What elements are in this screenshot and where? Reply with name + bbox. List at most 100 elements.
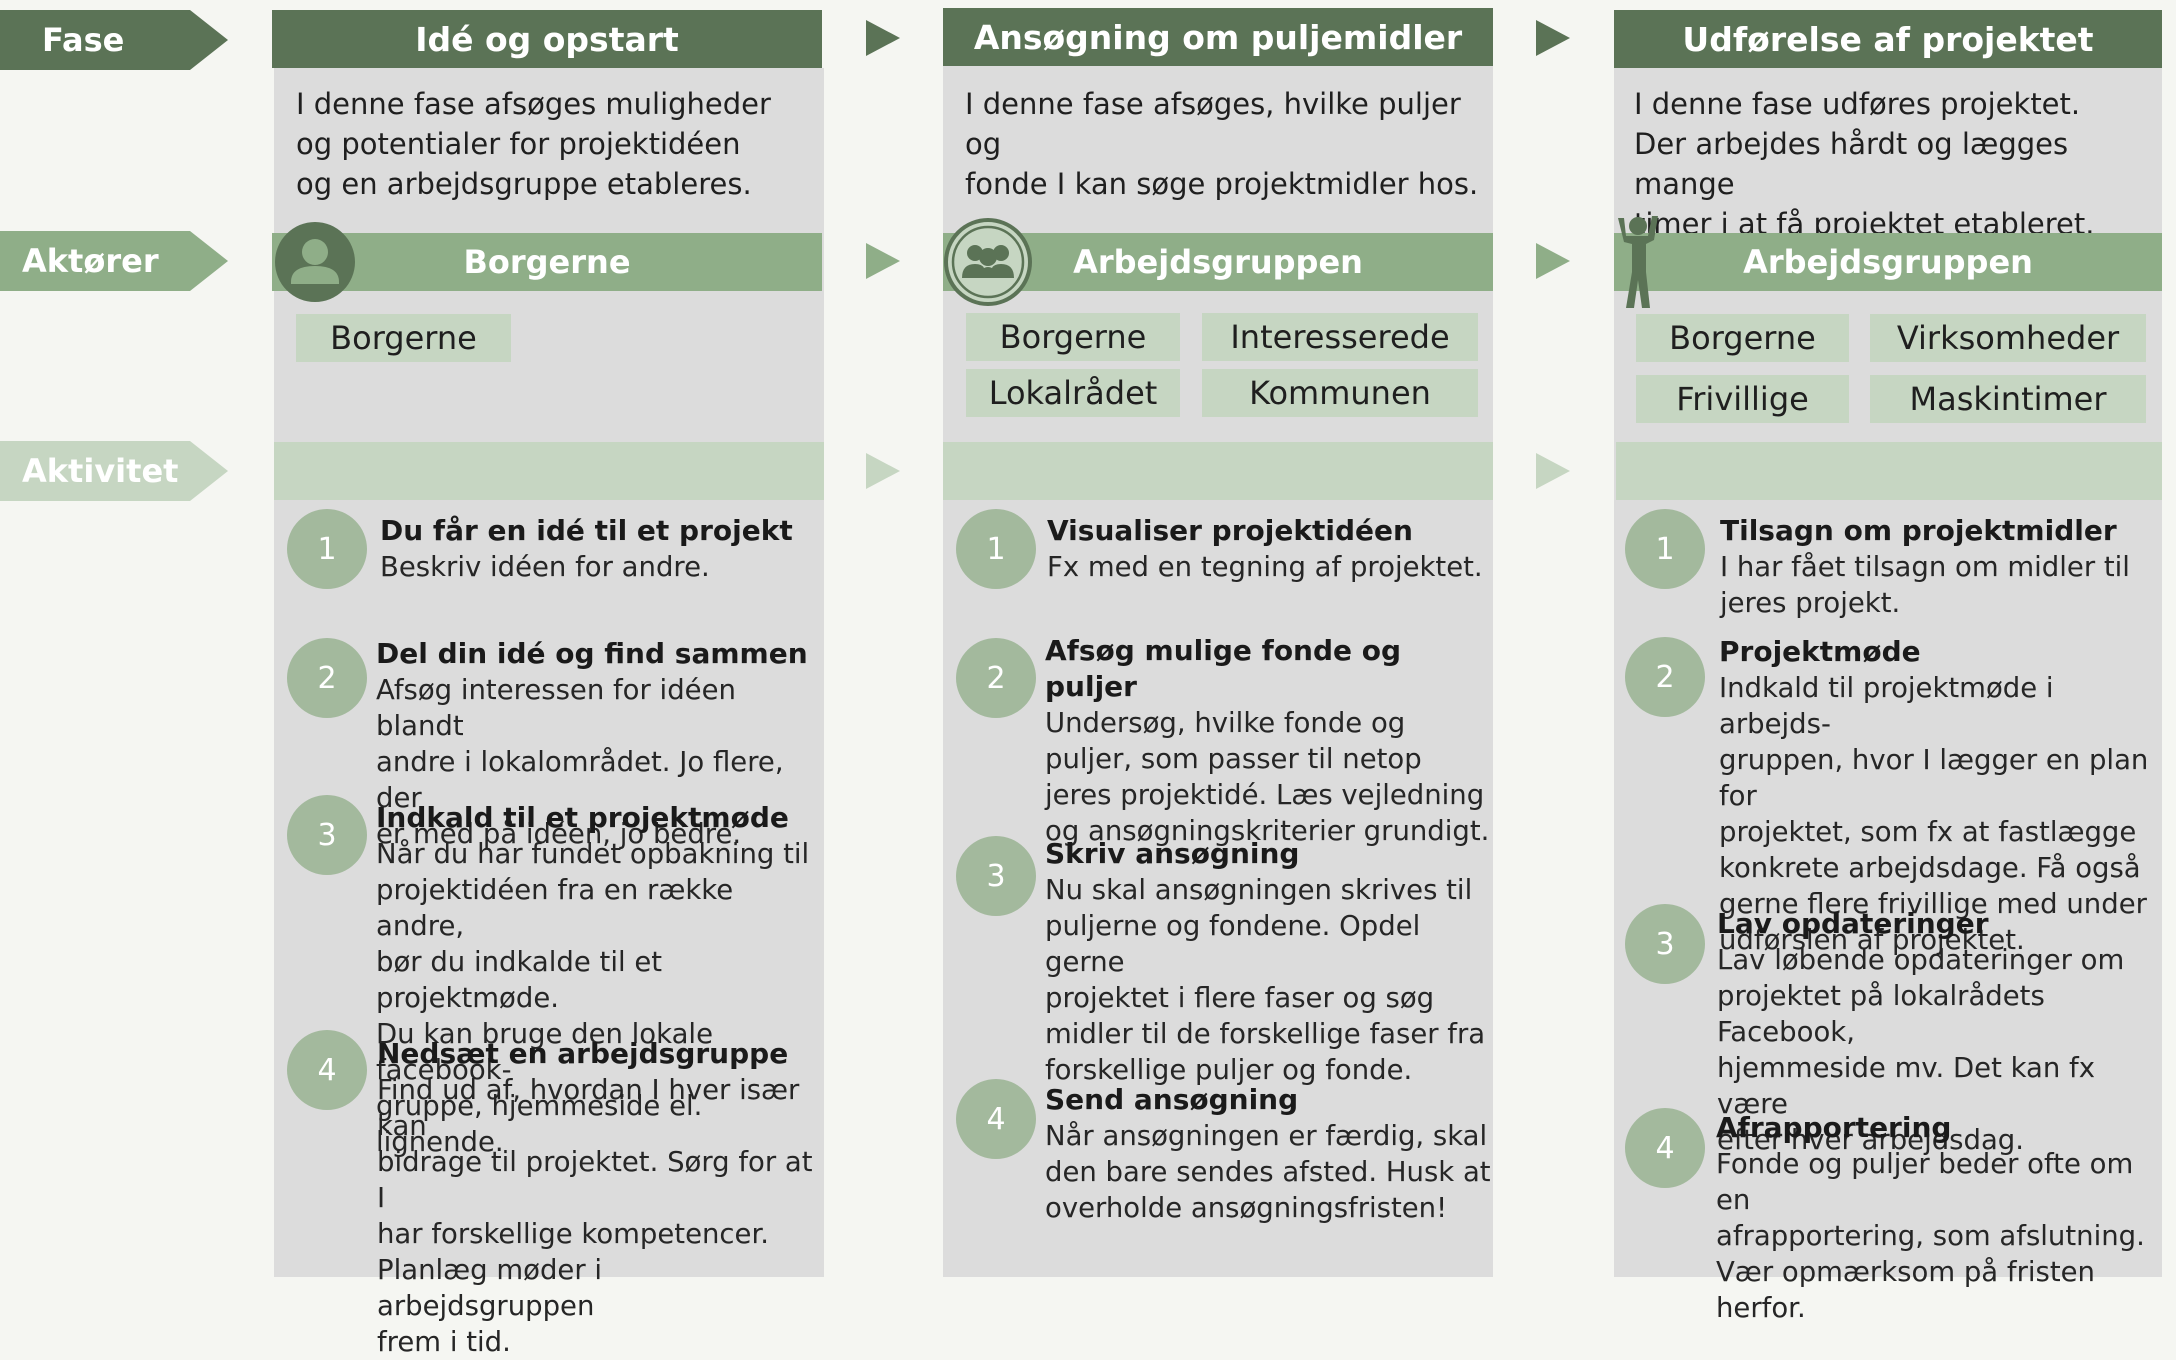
phase-1-step-2: Del din idé og find sammen Afsøg interes… — [376, 636, 821, 852]
step-title: Projektmøde — [1719, 635, 1921, 668]
step-title: Skriv ansøgning — [1045, 837, 1300, 870]
phase-2-intro: I denne fase afsøges, hvilke puljer og f… — [965, 84, 1490, 204]
step-desc-line: projektet, som fx at fastlægge — [1719, 816, 2137, 848]
phase-3-activity-bar — [1616, 442, 2162, 500]
row-label-fase: Fase — [0, 10, 228, 70]
step-title: Del din idé og find sammen — [376, 637, 808, 670]
phase-3-step-4: Afrapportering Fonde og puljer beder oft… — [1716, 1110, 2162, 1326]
intro-line: Der arbejdes hårdt og lægges mange — [1634, 127, 2069, 201]
phase-3-step-1: Tilsagn om projektmidler I har fået tils… — [1720, 513, 2160, 621]
actor-chip: Virksomheder — [1870, 314, 2146, 362]
step-desc-line: Undersøg, hvilke fonde og — [1045, 707, 1406, 739]
phase-1-step-1: Du får en idé til et projekt Beskriv idé… — [380, 513, 820, 585]
step-desc-line: projektet på lokalrådets Facebook, — [1717, 980, 2045, 1048]
step-desc-line: Når du har fundet opbakning til — [376, 838, 810, 870]
step-number-badge: 2 — [287, 638, 367, 718]
person-icon — [275, 222, 355, 306]
group-icon — [942, 216, 1034, 312]
arrow-akv-1-2 — [866, 453, 900, 489]
step-number-badge: 3 — [956, 836, 1036, 916]
arrow-fase-1-2 — [866, 20, 900, 56]
actor-chip: Interesserede — [1202, 313, 1478, 361]
step-number-badge: 3 — [1625, 904, 1705, 984]
step-desc-line: Vær opmærksom på fristen herfor. — [1716, 1256, 2095, 1324]
phase-3-header: Udførelse af projektet — [1614, 10, 2162, 68]
actor-chip: Borgerne — [966, 313, 1180, 361]
step-desc-line: gruppen, hvor I lægger en plan for — [1719, 744, 2149, 812]
step-number-badge: 2 — [1625, 637, 1705, 717]
step-desc-line: og ansøgningskriterier grundigt. — [1045, 815, 1490, 847]
step-number-badge: 1 — [956, 509, 1036, 589]
step-desc-line: Nu skal ansøgningen skrives til — [1045, 874, 1473, 906]
arrow-akv-2-3 — [1536, 453, 1570, 489]
step-title: Visualiser projektidéen — [1047, 514, 1413, 547]
step-number-badge: 4 — [1625, 1108, 1705, 1188]
step-number-badge: 1 — [287, 509, 367, 589]
phase-2-header: Ansøgning om puljemidler — [943, 8, 1493, 66]
step-desc-line: Afsøg interessen for idéen blandt — [376, 674, 736, 742]
step-desc-line: konkrete arbejdsdage. Få også — [1719, 852, 2141, 884]
step-desc-line: frem i tid. — [377, 1326, 511, 1358]
step-title: Tilsagn om projektmidler — [1720, 514, 2117, 547]
row-label-aktivitet: Aktivitet — [0, 441, 228, 501]
step-desc-line: projektidéen fra en række andre, — [376, 874, 734, 942]
phase-2-actor-bar: Arbejdsgruppen — [943, 233, 1493, 291]
step-desc-line: Find ud af, hvordan I hver især kan — [377, 1074, 800, 1142]
phase-2-step-3: Skriv ansøgning Nu skal ansøgningen skri… — [1045, 836, 1493, 1088]
arrow-akt-1-2 — [866, 243, 900, 279]
step-desc-line: jeres projektidé. Læs vejledning — [1045, 779, 1485, 811]
step-desc-line: udførslen af projektet. — [1719, 924, 2025, 956]
arrow-fase-2-3 — [1536, 20, 1570, 56]
intro-line: og en arbejdsgruppe etableres. — [296, 167, 752, 201]
phase-2-step-1: Visualiser projektidéen Fx med en tegnin… — [1047, 513, 1492, 585]
step-title: Du får en idé til et projekt — [380, 514, 793, 547]
step-title: Nedsæt en arbejdsgruppe — [377, 1037, 789, 1070]
step-title: Send ansøgning — [1045, 1083, 1299, 1116]
step-desc-line: Planlæg møder i arbejdsgruppen — [377, 1254, 603, 1322]
step-desc-line: andre i lokalområdet. Jo flere, der — [376, 746, 784, 814]
phase-1-activity-bar — [274, 442, 824, 500]
step-desc-line: puljerne og fondene. Opdel gerne — [1045, 910, 1421, 978]
phase-1-header: Idé og opstart — [272, 10, 822, 68]
step-number-badge: 4 — [956, 1079, 1036, 1159]
phase-2-activity-bar — [943, 442, 1493, 500]
step-desc-line: bidrage til projektet. Sørg for at I — [377, 1146, 813, 1214]
step-desc-line: Fx med en tegning af projektet. — [1047, 551, 1483, 583]
actor-chip: Frivillige — [1636, 375, 1849, 423]
phase-1-step-3: Indkald til et projektmøde Når du har fu… — [376, 800, 821, 1160]
step-desc-line: Når ansøgningen er færdig, skal — [1045, 1120, 1488, 1152]
phase-3-step-2: Projektmøde Indkald til projektmøde i ar… — [1719, 634, 2161, 958]
intro-line: I denne fase udføres projektet. — [1634, 87, 2081, 121]
step-number-badge: 4 — [287, 1030, 367, 1110]
step-desc-line: Beskriv idéen for andre. — [380, 551, 710, 583]
step-title: Lav opdateringer — [1717, 907, 1989, 940]
step-desc-line: gerne flere frivillige med under — [1719, 888, 2147, 920]
step-desc-line: puljer, som passer til netop — [1045, 743, 1422, 775]
phase-3-step-3: Lav opdateringer Lav løbende opdateringe… — [1717, 906, 2161, 1158]
step-number-badge: 1 — [1625, 509, 1705, 589]
step-desc-line: hjemmeside mv. Det kan fx være — [1717, 1052, 2096, 1120]
actor-chip: Borgerne — [1636, 314, 1849, 362]
step-desc-line: afrapportering, som afslutning. — [1716, 1220, 2145, 1252]
step-title: Afsøg mulige fonde og puljer — [1045, 634, 1402, 703]
cheering-person-icon — [1612, 214, 1662, 316]
intro-line: I denne fase afsøges muligheder — [296, 87, 771, 121]
step-title: Indkald til et projektmøde — [376, 801, 789, 834]
step-desc-line: er med på idéen, jo bedre. — [376, 818, 742, 850]
intro-line: I denne fase afsøges, hvilke puljer og — [965, 87, 1461, 161]
row-label-aktoerer: Aktører — [0, 231, 228, 291]
step-desc-line: overholde ansøgningsfristen! — [1045, 1192, 1448, 1224]
step-desc-line: midler til de forskellige faser fra — [1045, 1018, 1486, 1050]
phase-1-step-4: Nedsæt en arbejdsgruppe Find ud af, hvor… — [377, 1036, 822, 1360]
step-desc-line: gruppe, hjemmeside el. lignende. — [376, 1090, 703, 1158]
actor-chip: Lokalrådet — [966, 369, 1180, 417]
phase-1-intro: I denne fase afsøges muligheder og poten… — [296, 84, 816, 204]
actor-chip: Kommunen — [1202, 369, 1478, 417]
phase-3-intro: I denne fase udføres projektet. Der arbe… — [1634, 84, 2159, 244]
phase-3-actor-bar: Arbejdsgruppen — [1614, 233, 2162, 291]
intro-line: og potentialer for projektidéen — [296, 127, 741, 161]
step-desc-line: Lav løbende opdateringer om — [1717, 944, 2125, 976]
step-desc-line: jeres projekt. — [1720, 587, 1901, 619]
step-desc-line: forskellige puljer og fonde. — [1045, 1054, 1413, 1086]
step-desc-line: bør du indkalde til et projektmøde. — [376, 946, 663, 1014]
